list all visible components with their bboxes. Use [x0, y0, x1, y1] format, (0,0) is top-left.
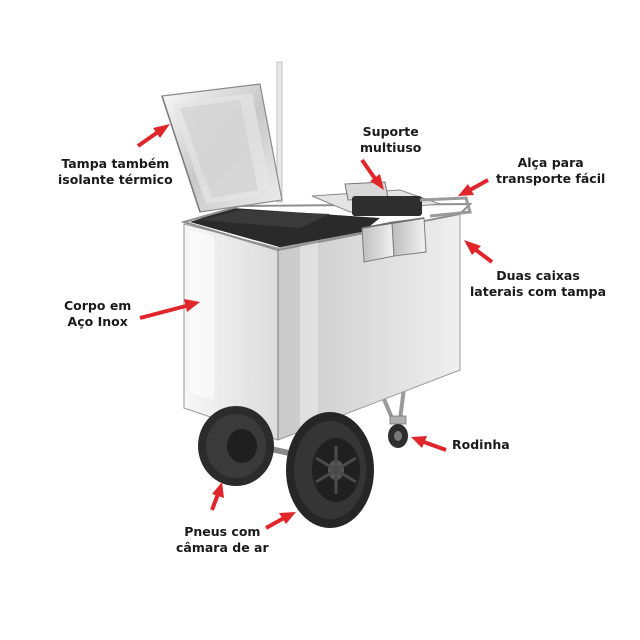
label-corpo-line1: Corpo em — [64, 298, 132, 313]
caster-wheel — [376, 379, 408, 448]
label-pneus-line1: Pneus com — [184, 524, 261, 539]
side-boxes — [361, 217, 427, 263]
arrow-corpo — [139, 299, 200, 320]
cart-body — [180, 202, 473, 441]
label-alca-line2: transporte fácil — [496, 171, 606, 186]
label-caixas: Duas caixas laterais com tampa — [470, 268, 606, 300]
label-rodinha-line1: Rodinha — [452, 437, 510, 452]
umbrella-pole — [276, 61, 283, 203]
label-caixas-line2: laterais com tampa — [470, 284, 607, 299]
label-alca: Alça para transporte fácil — [496, 155, 605, 187]
label-corpo-line2: Aço Inox — [67, 314, 128, 329]
label-rodinha: Rodinha — [452, 437, 510, 453]
label-suporte-line2: multiuso — [360, 140, 422, 155]
label-tampa-line2: isolante térmico — [58, 172, 173, 187]
label-caixas-line1: Duas caixas — [496, 268, 580, 283]
arrow-alca — [458, 178, 489, 196]
label-pneus: Pneus com câmara de ar — [176, 524, 269, 556]
arrow-caixas — [464, 240, 494, 264]
label-suporte-line1: Suporte — [362, 124, 419, 139]
multipurpose-support — [311, 181, 441, 216]
insulated-lid — [161, 83, 283, 213]
arrow-rodinha — [411, 436, 447, 452]
label-tampa-line1: Tampa também — [61, 156, 170, 171]
arrow-pneus-2 — [265, 512, 296, 530]
front-tire — [286, 412, 374, 528]
label-pneus-line2: câmara de ar — [176, 540, 269, 555]
arrow-tampa — [136, 124, 170, 148]
arrow-suporte — [360, 158, 384, 190]
label-alca-line1: Alça para — [517, 155, 584, 170]
label-corpo: Corpo em Aço Inox — [64, 298, 131, 330]
rear-tire — [198, 406, 274, 486]
label-tampa: Tampa também isolante térmico — [58, 156, 173, 188]
transport-handle — [419, 196, 472, 218]
arrow-pneus-1 — [210, 482, 224, 511]
label-suporte: Suporte multiuso — [360, 124, 421, 156]
